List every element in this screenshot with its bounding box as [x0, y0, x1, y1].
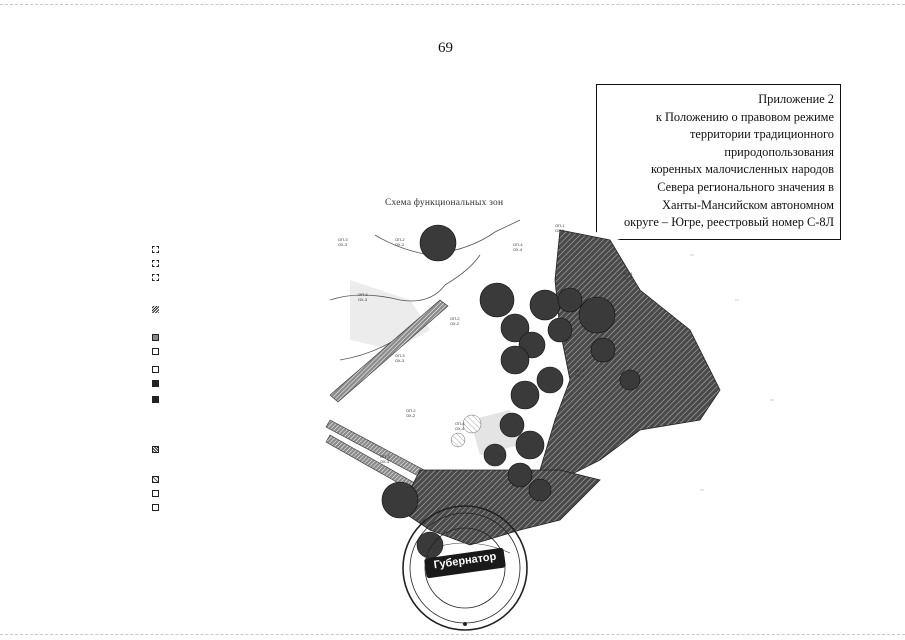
zone-label: ОХ-1 — [623, 276, 633, 281]
legend-item — [152, 380, 159, 387]
zone-label: ОП-3 — [395, 353, 405, 358]
legend-item — [152, 348, 159, 355]
appendix-line: Севера регионального значения в — [657, 179, 834, 194]
map-title: Схема функциональных зон — [385, 198, 504, 208]
zone-label: ОХ-2 — [450, 321, 460, 326]
appendix-line: округе – Югре, реестровый номер С-8Л — [623, 215, 834, 230]
zone-label: ОП-4 — [513, 242, 523, 247]
legend-swatch — [152, 366, 159, 373]
legend-swatch — [152, 260, 159, 267]
bottom-dashed-rule — [0, 634, 905, 635]
appendix-line: Приложение 2 — [758, 92, 834, 106]
zone-label: ОП-3 — [358, 292, 368, 297]
zone-label: ОХ-4 — [575, 373, 585, 378]
legend-item — [152, 396, 159, 403]
legend-item — [152, 490, 159, 497]
zone-label: ОХ-3 — [380, 459, 390, 464]
legend-item — [152, 260, 159, 267]
legend-swatch — [152, 334, 159, 341]
zone-label: ОХ-3 — [395, 358, 405, 363]
appendix-line: к Положению о правовом режиме — [655, 109, 834, 124]
zone-label: ОП-2 — [406, 408, 416, 413]
zone-label: ОП-3 — [338, 237, 348, 242]
zone-label: ОП-1 — [555, 223, 565, 228]
legend-swatch — [152, 476, 159, 483]
legend-item — [152, 366, 159, 373]
zone-label: ОХ-3 — [338, 242, 348, 247]
legend-item — [152, 504, 159, 511]
top-dashed-rule — [0, 4, 905, 5]
legend-swatch — [152, 274, 159, 281]
zone-label: ОП-4 — [455, 421, 465, 426]
legend-item — [152, 246, 159, 253]
legend-swatch — [152, 348, 159, 355]
legend-item — [152, 274, 159, 281]
zone-label: ОХ-3 — [358, 297, 368, 302]
legend-swatch — [152, 504, 159, 511]
zone-label: ОХ-2 — [395, 242, 405, 247]
zone-label: ОП-2 — [395, 237, 405, 242]
governor-seal — [402, 505, 528, 631]
appendix-line: территории традиционного — [689, 127, 834, 142]
zone-label: ОП-1 — [623, 271, 633, 276]
legend-swatch — [152, 246, 159, 253]
zone-labels: ОП-3 ОХ-3 ОП-2 ОХ-2 ОП-4 ОХ-4 ОП-1 ОХ-1 … — [338, 223, 633, 464]
legend-swatch — [152, 490, 159, 497]
appendix-line: коренных малочисленных народов — [650, 162, 834, 177]
legend-swatch — [152, 306, 159, 313]
zone-label: ОХ-2 — [406, 413, 416, 418]
light-buffer-zones — [450, 414, 482, 448]
zone-label: ОХ-1 — [555, 228, 565, 233]
buffer-circles — [381, 224, 641, 559]
appendix-line: природопользования — [724, 144, 834, 159]
legend-item — [152, 476, 159, 483]
zone-label: ОП-2 — [450, 316, 460, 321]
map-grid-ticks — [690, 254, 774, 491]
legend-item — [152, 306, 159, 313]
appendix-line: Ханты-Мансийском автономном — [662, 197, 834, 212]
zone-label: ОП-4 — [575, 368, 585, 373]
zone-label: ОХ-4 — [513, 247, 523, 252]
legend-item — [152, 334, 159, 341]
legend-item — [152, 446, 159, 453]
appendix-box: Приложение 2 к Положению о правовом режи… — [596, 84, 841, 240]
page-number: 69 — [438, 40, 453, 56]
zone-label: ОХ-4 — [455, 426, 465, 431]
legend-swatch — [152, 396, 159, 403]
zone-label: ОП-3 — [380, 454, 390, 459]
legend-swatch — [152, 446, 159, 453]
legend-swatch — [152, 380, 159, 387]
